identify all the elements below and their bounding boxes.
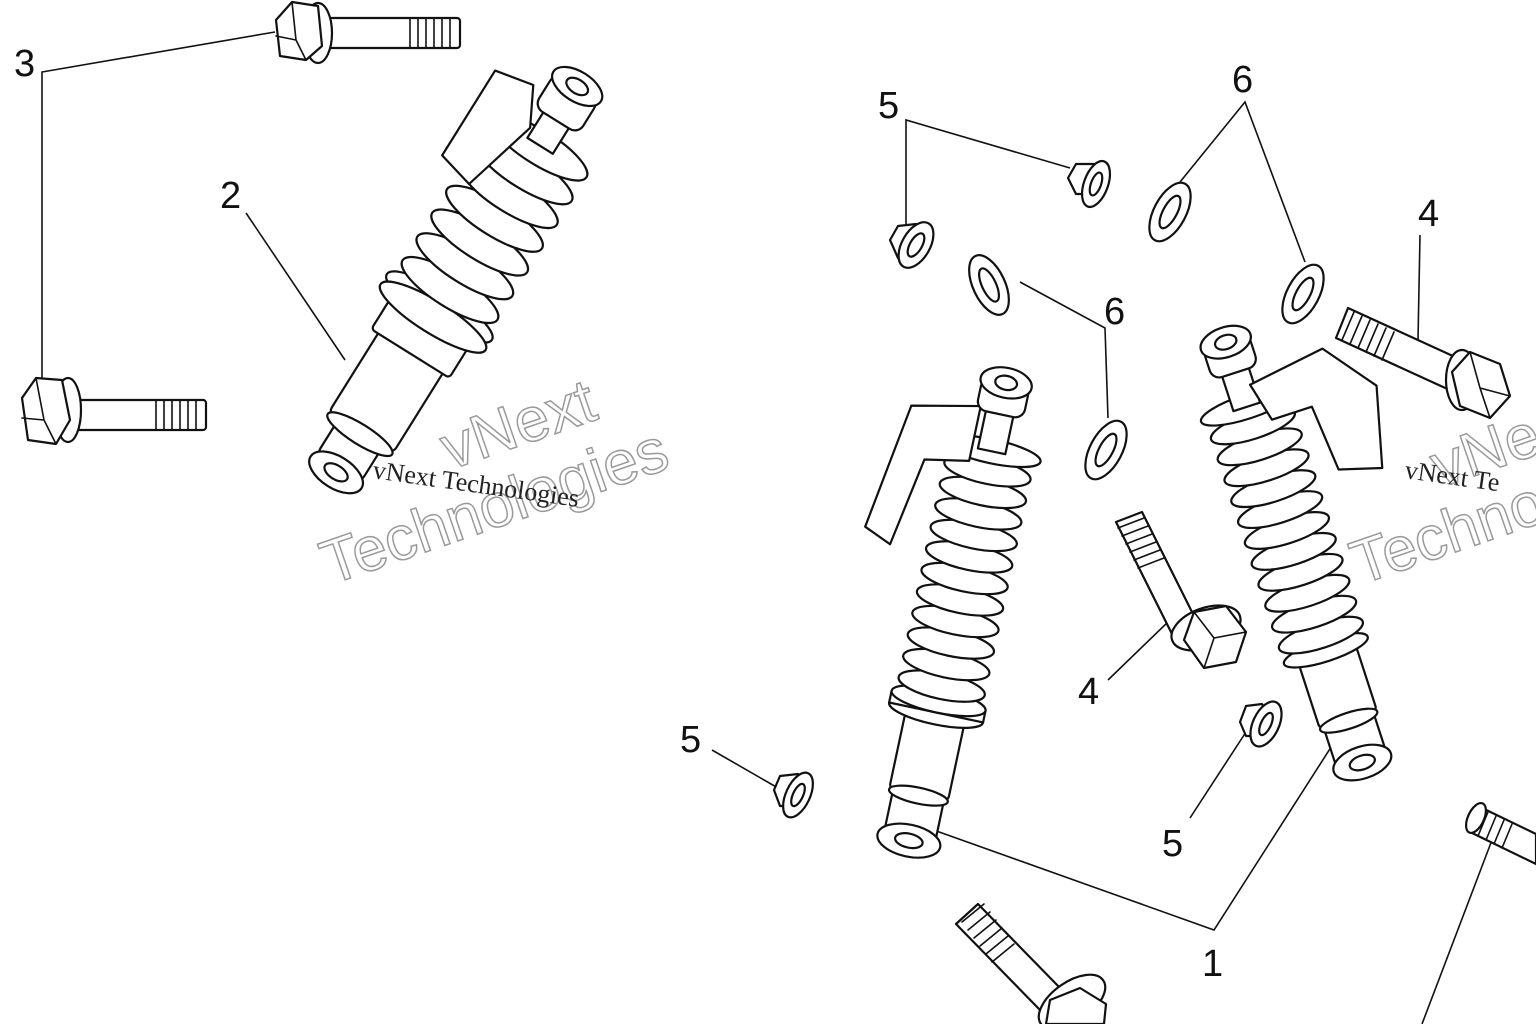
shock-absorber-item-2 (308, 65, 604, 495)
callout-6-middle: 6 (1104, 291, 1125, 333)
nut-center-right (1238, 700, 1283, 748)
nuts (772, 159, 1283, 819)
shock-absorber-item-1-left (864, 366, 1042, 859)
callout-4-top: 4 (1418, 193, 1439, 235)
bolt-bottom-right (1464, 802, 1536, 866)
callout-2: 2 (220, 175, 241, 217)
callout-labels: 3 2 5 6 4 6 4 5 5 1 (14, 43, 1439, 985)
callout-3: 3 (14, 43, 35, 85)
callout-5-top: 5 (878, 85, 899, 127)
nut-left (888, 221, 935, 269)
bolt-right-upper (1334, 306, 1512, 420)
bolt-center-vertical (1114, 510, 1248, 670)
callout-1: 1 (1202, 943, 1223, 985)
bolt-top-left (274, 0, 462, 65)
nut-bottom-left (772, 771, 814, 819)
callout-6-top: 6 (1232, 59, 1253, 101)
washers (968, 181, 1325, 481)
callout-4-middle: 4 (1078, 671, 1099, 713)
bolt-bottom-center (954, 902, 1108, 1024)
leader-lines (41, 31, 1493, 1024)
shock-absorber-item-1-right (1199, 324, 1393, 782)
bolt-left (20, 376, 208, 446)
callout-5-left: 5 (680, 719, 701, 761)
callout-5-right: 5 (1162, 823, 1183, 865)
nut-top (1066, 159, 1112, 209)
